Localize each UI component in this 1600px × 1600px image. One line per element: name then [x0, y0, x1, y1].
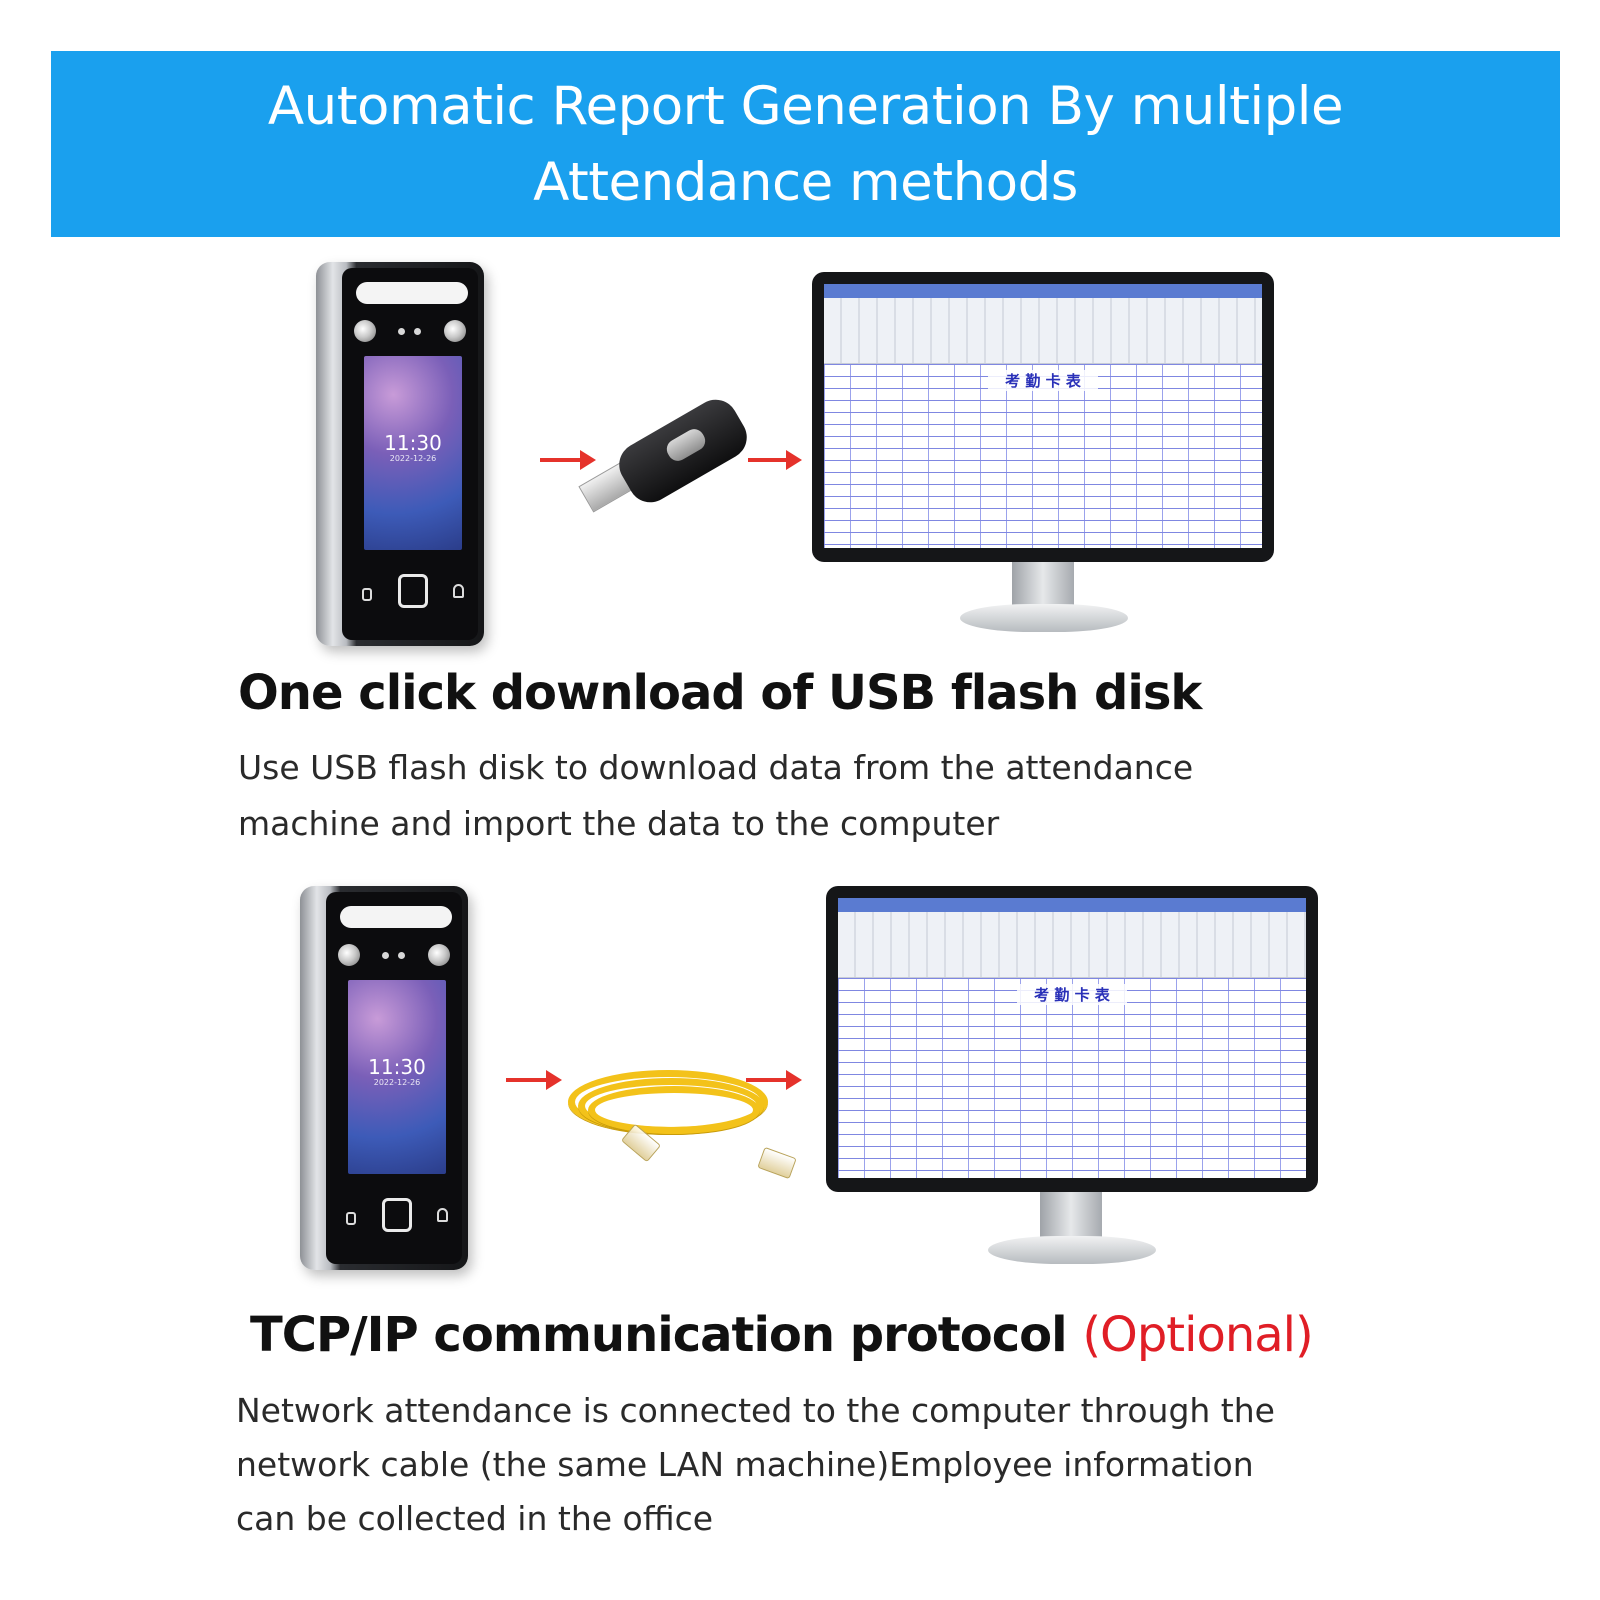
monitor-frame: 考 勤 卡 表 — [812, 272, 1274, 562]
description-line: can be collected in the office — [236, 1499, 714, 1538]
description-line: machine and import the data to the compu… — [238, 804, 1000, 843]
section-1-heading: One click download of USB flash disk — [238, 665, 1202, 721]
fill-light — [356, 282, 468, 304]
camera-left-icon — [338, 944, 360, 966]
section-2-description: Network attendance is connected to the c… — [236, 1384, 1275, 1546]
spreadsheet-title: 考 勤 卡 表 — [1017, 984, 1127, 1005]
banner-line-1: Automatic Report Generation By multiple — [267, 76, 1344, 137]
device-screen: 11:30 2022-12-26 — [364, 356, 462, 550]
attendance-spreadsheet: 考 勤 卡 表 — [824, 284, 1262, 548]
spreadsheet-title: 考 勤 卡 表 — [988, 370, 1098, 391]
device-face: 11:30 2022-12-26 — [326, 892, 462, 1264]
sensor-dot — [382, 952, 389, 959]
spreadsheet-toolbar — [838, 898, 1306, 978]
section-2-heading: TCP/IP communication protocol (Optional) — [250, 1307, 1314, 1363]
sensor-dot — [398, 952, 405, 959]
description-line: Network attendance is connected to the c… — [236, 1391, 1275, 1430]
spreadsheet-toolbar — [824, 284, 1262, 364]
computer-monitor-1: 考 勤 卡 表 — [812, 272, 1274, 632]
attendance-spreadsheet: 考 勤 卡 表 — [838, 898, 1306, 1178]
device-screen: 11:30 2022-12-26 — [348, 980, 446, 1174]
description-line: network cable (the same LAN machine)Empl… — [236, 1445, 1254, 1484]
device-date: 2022-12-26 — [373, 1078, 421, 1087]
attendance-device-2: 11:30 2022-12-26 — [300, 886, 468, 1270]
camera-right-icon — [444, 320, 466, 342]
sensor-dot — [414, 328, 421, 335]
arrow-right-icon — [506, 1070, 562, 1090]
device-date: 2022-12-26 — [389, 454, 437, 463]
attendance-device-1: 11:30 2022-12-26 — [316, 262, 484, 646]
card-icon — [346, 1212, 356, 1225]
network-cable-icon — [564, 1060, 804, 1180]
monitor-base — [960, 604, 1128, 632]
fingerprint-sensor-icon — [398, 574, 428, 608]
spreadsheet-grid — [824, 364, 1262, 548]
arrow-right-icon — [746, 1070, 802, 1090]
optional-tag: (Optional) — [1082, 1307, 1313, 1363]
fingerprint-sensor-icon — [382, 1198, 412, 1232]
card-icon — [362, 588, 372, 601]
arrow-right-icon — [540, 450, 596, 470]
device-face: 11:30 2022-12-26 — [342, 268, 478, 640]
computer-monitor-2: 考 勤 卡 表 — [826, 886, 1318, 1272]
description-line: Use USB flash disk to download data from… — [238, 748, 1194, 787]
banner-line-2: Attendance methods — [533, 152, 1078, 213]
fill-light — [340, 906, 452, 928]
rj45-connector-icon — [757, 1146, 797, 1180]
device-time: 11:30 — [368, 1055, 426, 1079]
section-1-description: Use USB flash disk to download data from… — [238, 740, 1193, 852]
arrow-right-icon — [748, 450, 802, 470]
usb-flash-disk-icon — [578, 391, 758, 520]
camera-left-icon — [354, 320, 376, 342]
device-time: 11:30 — [384, 431, 442, 455]
bell-icon — [437, 1208, 448, 1222]
title-banner: Automatic Report Generation By multiple … — [51, 51, 1560, 237]
monitor-base — [988, 1236, 1156, 1264]
cable-coil — [588, 1086, 760, 1134]
bell-icon — [453, 584, 464, 598]
sensor-dot — [398, 328, 405, 335]
spreadsheet-grid — [838, 978, 1306, 1178]
monitor-frame: 考 勤 卡 表 — [826, 886, 1318, 1192]
camera-right-icon — [428, 944, 450, 966]
